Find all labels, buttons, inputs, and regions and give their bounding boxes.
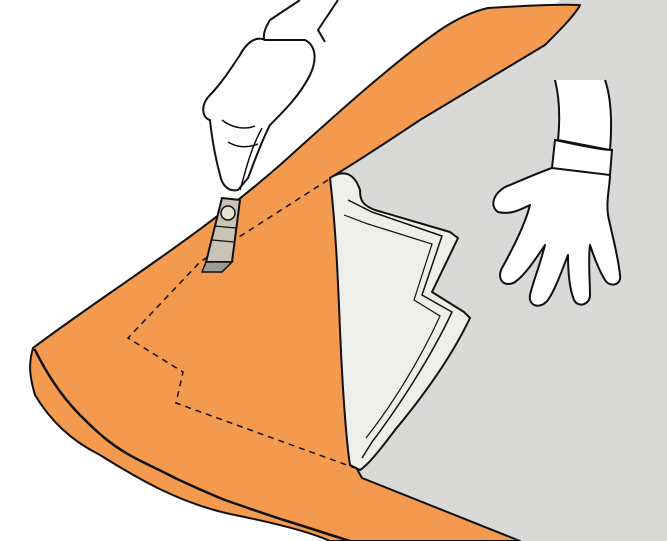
carpet-cutting-illustration — [0, 0, 667, 541]
